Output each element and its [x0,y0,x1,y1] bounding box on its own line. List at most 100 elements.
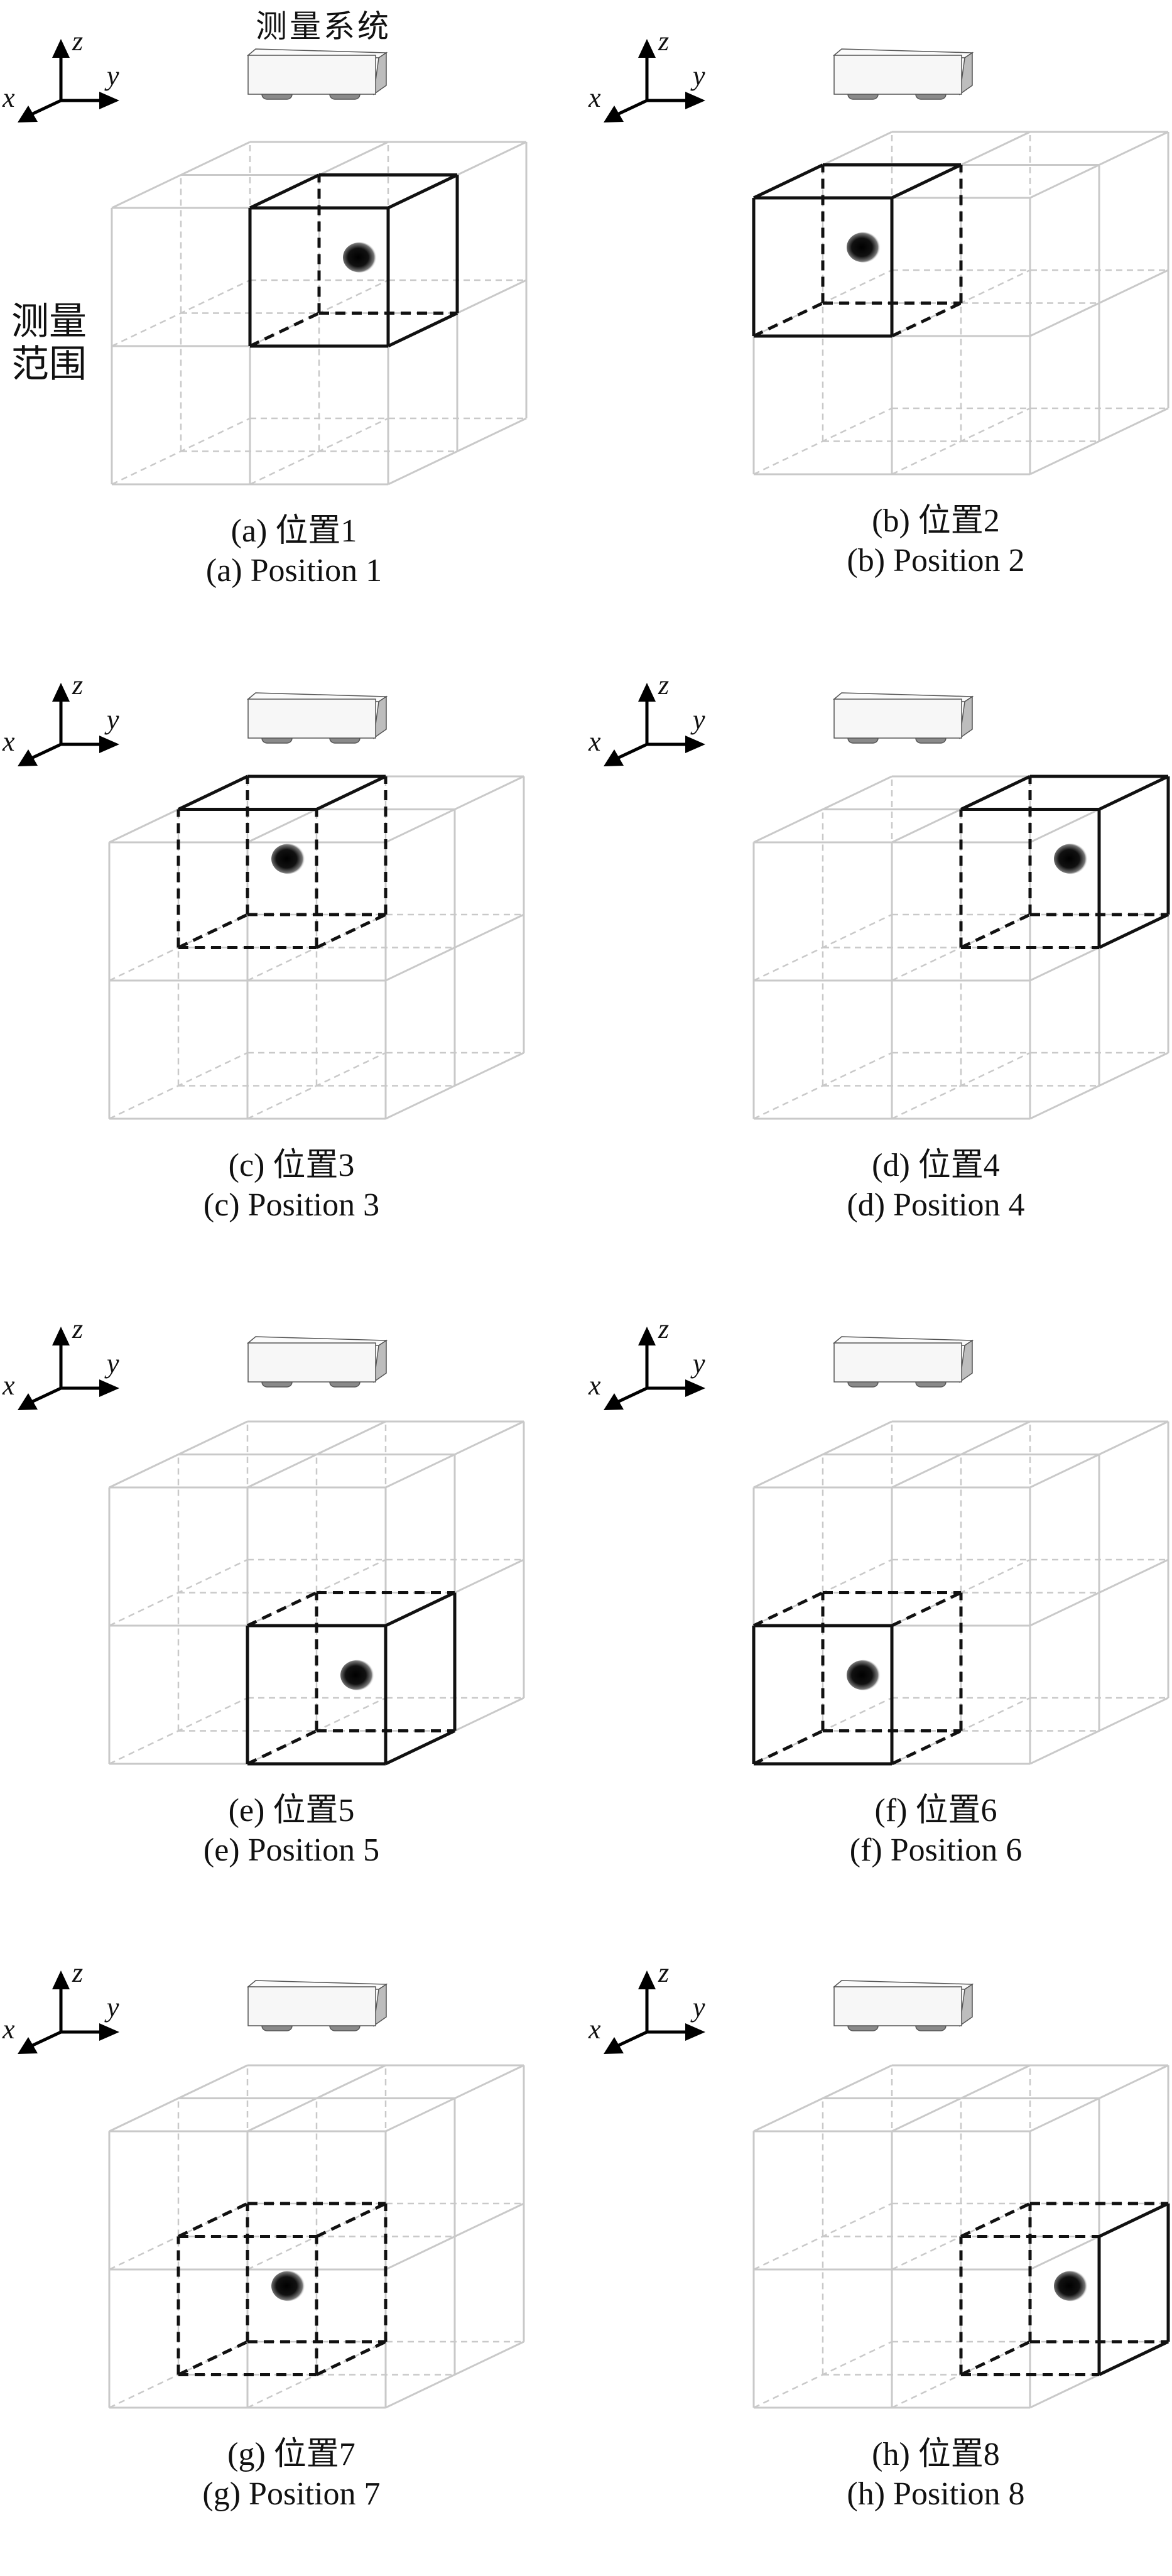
highlight-cube-edge [315,2340,387,2376]
caption-english: (g) Position 7 [202,2476,381,2512]
highlight-cube-edge [315,913,387,949]
x-axis [615,742,648,761]
caption-english: (d) Position 4 [847,1187,1025,1223]
highlight-cube-edge [384,1591,456,1628]
sensor-front [833,55,962,95]
highlight-cube-edge [387,312,458,348]
axis-label-y: y [107,1348,119,1379]
axis-label-x: x [3,1370,15,1401]
x-arrow-icon [18,1393,38,1410]
highlight-cube-edge [891,302,962,338]
measurement-system-label: 测量系统 [256,9,391,44]
x-axis [615,2030,648,2048]
target-ball [847,232,881,263]
axis-label-z: z [658,1957,670,1988]
axis-triad [18,1327,119,1410]
y-arrow-icon [99,736,119,753]
x-arrow-icon [18,2037,38,2054]
axis-label-y: y [693,1992,705,2023]
sensor-front [833,1986,962,2026]
target-ball [847,1660,881,1690]
axis-triad [18,683,119,766]
grid-line [1029,269,1169,337]
x-arrow-icon [604,749,624,766]
x-axis [29,99,62,117]
highlight-cube-edge [249,173,320,210]
axis-label-x: x [3,2014,15,2045]
y-arrow-icon [99,1379,119,1397]
y-arrow-icon [99,92,119,109]
sensor-device [246,1980,388,2031]
y-arrow-icon [685,736,705,753]
highlight-cube-edge [177,2340,249,2376]
axis-label-x: x [589,82,601,113]
highlight-cube-edge [752,302,824,338]
highlight-cube-edge [960,2340,1031,2376]
caption-english: (h) Position 8 [847,2476,1025,2512]
highlight-cube-edge [315,774,387,811]
axis-label-z: z [658,670,670,700]
measurement-range-label-line: 测量 [11,301,87,342]
caption-english: (e) Position 5 [203,1832,380,1868]
measurement-range-label-line: 范围 [11,344,87,385]
caption-chinese: (g) 位置7 [227,2437,355,2472]
axis-label-x: x [3,82,15,113]
axis-label-x: x [3,726,15,757]
grid-line [1029,2064,1169,2133]
x-axis [29,742,62,761]
caption-chinese: (d) 位置4 [872,1148,1000,1183]
sensor-front [833,1342,962,1383]
axis-triad [18,1970,119,2054]
axis-label-x: x [589,726,601,757]
axis-label-z: z [72,26,84,57]
cube-diagram [604,683,1170,1120]
cube-diagram [604,1970,1170,2409]
y-arrow-icon [685,92,705,109]
axis-triad [604,39,705,122]
highlight-cube-edge [960,913,1031,949]
x-arrow-icon [604,1393,624,1410]
grid-line [1029,1558,1169,1627]
y-arrow-icon [99,2023,119,2041]
sensor-device [832,1336,974,1388]
grid-line [385,1420,524,1489]
axis-label-y: y [107,1992,119,2023]
target-ball [271,844,305,874]
highlight-cube-edge [891,1591,962,1628]
highlight-cube-edge [249,312,320,348]
x-axis [615,99,648,117]
z-arrow-icon [52,1970,70,1989]
highlight-cube-edge [891,1729,962,1766]
highlight-cube-edge [177,774,249,811]
axis-label-x: x [589,1370,601,1401]
grid-line [385,2064,524,2133]
highlight-cube-edge [1098,913,1169,949]
sensor-front [247,55,376,95]
axis-label-y: y [693,1348,705,1379]
caption-chinese: (h) 位置8 [872,2437,1000,2472]
grid-line [385,775,524,844]
sensor-device [832,1980,974,2031]
cube-diagram [18,1970,525,2409]
caption-chinese: (b) 位置2 [872,503,1000,539]
highlight-cube-edge [752,163,824,200]
highlight-cube-edge [384,1729,456,1766]
z-arrow-icon [638,1970,656,1989]
sensor-front [247,1342,376,1383]
axis-label-y: y [107,60,119,91]
axis-label-z: z [72,1957,84,1988]
highlight-cube-edge [1098,774,1169,811]
highlight-cube-edge [177,913,249,949]
highlight-cube-edge [960,2202,1031,2238]
axis-label-z: z [658,26,670,57]
axis-label-z: z [658,1313,670,1344]
axis-label-y: y [693,60,705,91]
